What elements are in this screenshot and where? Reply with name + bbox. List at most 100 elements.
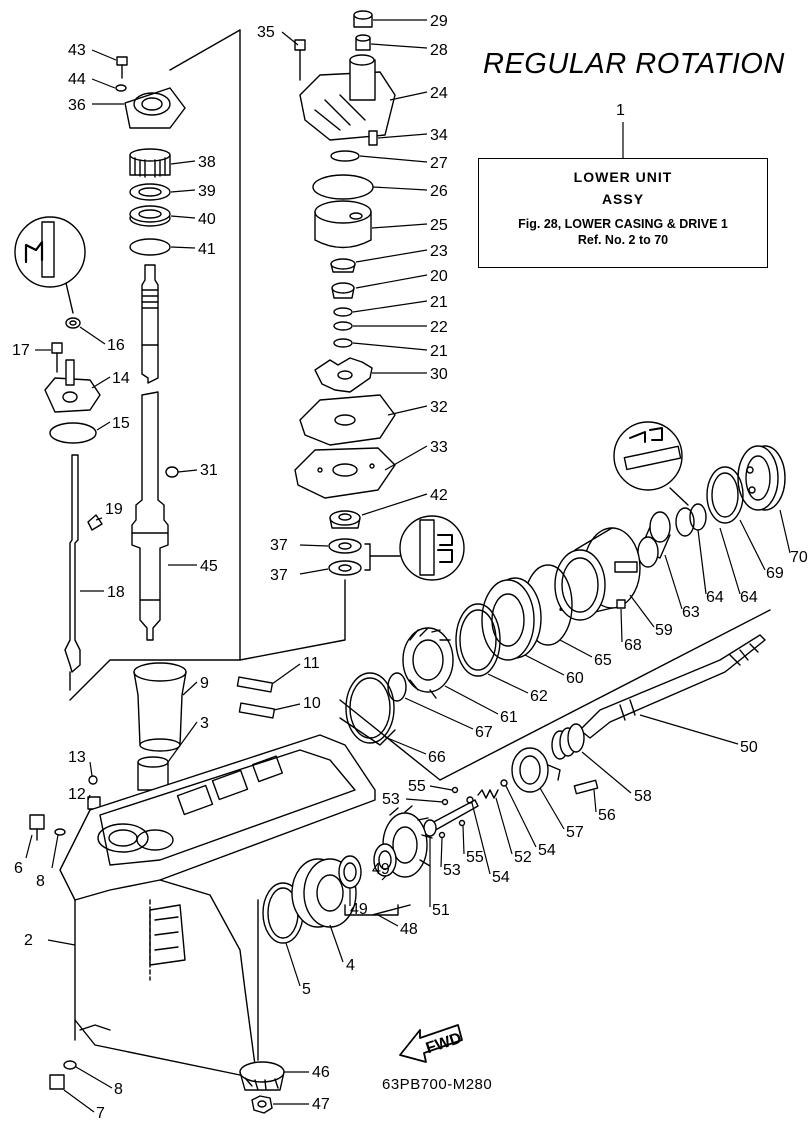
outer-plate-32 [299, 394, 396, 446]
washer-21a [333, 307, 353, 317]
part-callout-43: 43 [68, 42, 86, 59]
callout-leader-line [170, 215, 196, 219]
part-callout-32: 32 [430, 399, 448, 416]
o-ring-41 [129, 238, 171, 256]
part-callout-2: 2 [24, 932, 33, 949]
part-callout-39: 39 [198, 183, 216, 200]
part-callout-28: 28 [430, 42, 448, 59]
part-callout-37: 37 [270, 537, 288, 554]
callout-leader-line [170, 160, 196, 165]
part-callout-49: 49 [372, 861, 390, 878]
dowel-68 [616, 599, 626, 609]
part-callout-59: 59 [655, 622, 673, 639]
callout-leader-line [377, 133, 428, 139]
washer-39-inner [138, 187, 162, 197]
part-callout-37: 37 [270, 567, 288, 584]
o-ring-27 [330, 150, 360, 162]
callout-leader-line [47, 939, 76, 946]
part-callout-49: 49 [350, 901, 368, 918]
washer-39 [129, 183, 171, 201]
part-callout-25: 25 [430, 217, 448, 234]
callout-leader-line [95, 517, 103, 521]
plug-7 [49, 1074, 65, 1090]
part-callout-55: 55 [408, 778, 426, 795]
bearing-38 [129, 148, 171, 178]
callout-leader-line [620, 608, 623, 643]
callout-leader-line [355, 249, 428, 263]
drawing-code: 63PB700-M280 [382, 1076, 493, 1093]
part-callout-55: 55 [466, 849, 484, 866]
part-callout-36: 36 [68, 97, 86, 114]
part-callout-66: 66 [428, 749, 446, 766]
bearing-49a [373, 843, 397, 877]
callout-leader-line [182, 681, 198, 696]
callout-leader-line [462, 825, 465, 855]
part-callout-10: 10 [303, 695, 321, 712]
callout-leader-line [177, 469, 198, 473]
water-pipe-holder-36 [124, 87, 186, 129]
sleeve-9 [133, 662, 187, 752]
washer-21b [333, 338, 353, 348]
part-callout-26: 26 [430, 183, 448, 200]
callout-leader-line [505, 785, 537, 848]
gasket-8-bottom [63, 1060, 77, 1070]
callout-leader-line [281, 31, 299, 46]
reverse-gear-61 [402, 627, 454, 699]
callout-leader-line [91, 376, 111, 389]
callout-leader-line [471, 802, 491, 875]
callout-leader-line [539, 787, 565, 830]
washer-44 [115, 84, 127, 92]
pin-56 [573, 779, 599, 795]
seal-20 [331, 282, 355, 299]
callout-leader-line [370, 43, 428, 49]
callout-leader-line [405, 798, 444, 803]
callout-leader-line [377, 914, 399, 927]
callout-leader-line [739, 519, 766, 571]
bearing-63 [637, 511, 671, 568]
part-callout-69: 69 [766, 565, 784, 582]
assembly-guide-line [169, 29, 241, 71]
part-callout-35: 35 [257, 24, 275, 41]
callout-leader-line [352, 300, 428, 313]
part-callout-53: 53 [443, 862, 461, 879]
callout-leader-line [89, 761, 93, 777]
callout-leader-line [384, 445, 428, 471]
part-callout-22: 22 [430, 319, 448, 336]
part-callout-40: 40 [198, 211, 216, 228]
callout-leader-line [91, 49, 117, 61]
part-callout-70: 70 [790, 549, 808, 566]
part-callout-56: 56 [598, 807, 616, 824]
plug-6 [29, 814, 45, 841]
part-callout-52: 52 [514, 849, 532, 866]
part-callout-16: 16 [107, 337, 125, 354]
o-ring-15 [49, 422, 97, 444]
callout-leader-line [299, 568, 329, 575]
shift-rod-holder-14 [44, 359, 101, 413]
fwd-arrow-icon [399, 1024, 463, 1063]
part-callout-58: 58 [634, 788, 652, 805]
callout-leader-line [487, 673, 529, 694]
part-callout-7: 7 [96, 1105, 105, 1122]
drive-shaft-45 [131, 264, 169, 641]
part-callout-64: 64 [706, 589, 724, 606]
shim-62 [455, 603, 501, 677]
callout-leader-line [170, 189, 196, 193]
callout-leader-line [352, 342, 428, 351]
part-callout-29: 29 [430, 13, 448, 30]
part-callout-20: 20 [430, 268, 448, 285]
ball-53b [438, 831, 446, 839]
bolt-43 [116, 56, 128, 79]
washer-64b [675, 507, 695, 537]
part-callout-42: 42 [430, 487, 448, 504]
part-callout-68: 68 [624, 637, 642, 654]
callout-leader-line [444, 685, 499, 715]
callout-leader-line [387, 405, 428, 416]
callout-leader-line [170, 246, 196, 249]
callout-leader-line [87, 794, 91, 801]
callout-leader-line [381, 875, 387, 881]
pump-housing-24 [299, 54, 396, 141]
dowel-pin-34 [368, 130, 378, 146]
ref-box-line4: Ref. No. 2 to 70 [577, 233, 669, 247]
ball-55b [458, 819, 466, 827]
